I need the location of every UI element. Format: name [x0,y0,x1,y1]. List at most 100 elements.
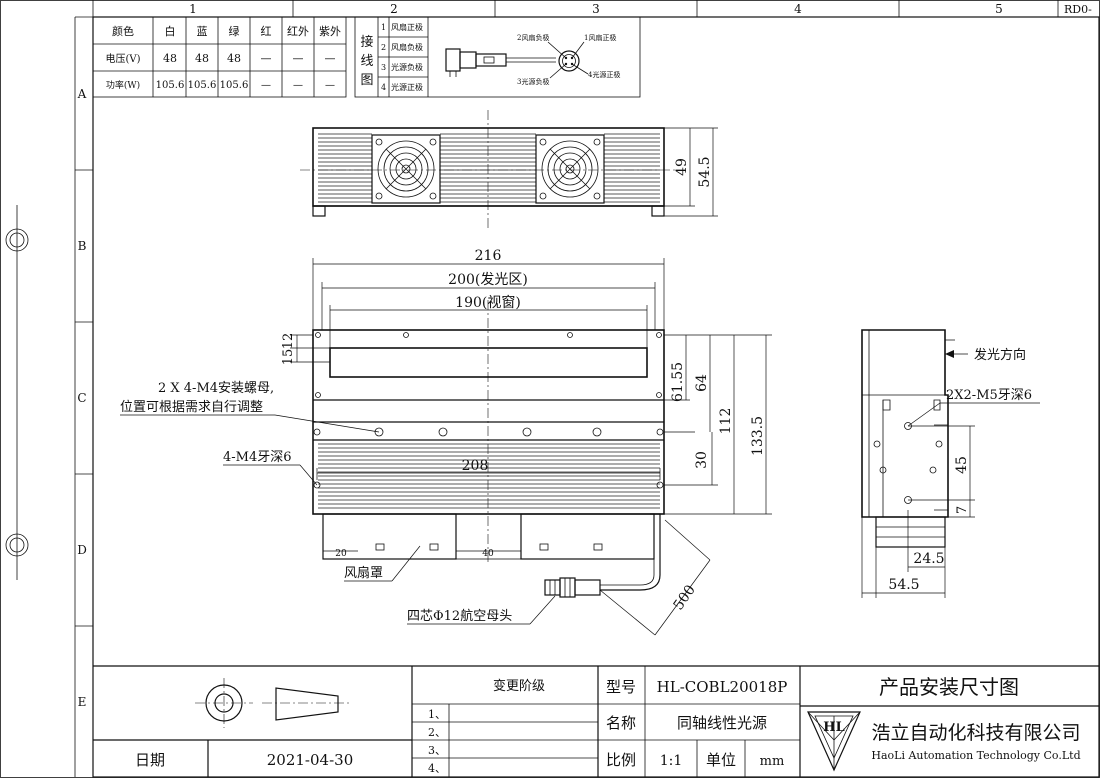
callout-thread: 4-M4牙深6 [223,450,292,465]
wiring-title: 线 [360,54,373,69]
callout-connector: 四芯Φ12航空母头 [407,608,512,624]
connector-pin-label: 1风扇正极 [584,33,616,42]
change-row: 2、 [428,726,446,739]
dim-label: 7 [955,506,970,514]
row-label: C [77,391,86,405]
front-view: 216 200(发光区) 190(视窗) 20 40 [120,248,772,636]
date-label: 日期 [135,751,165,769]
model-label: 型号 [606,678,636,696]
spec-cell: — [325,52,336,65]
scale-value: 1:1 [660,753,683,769]
callout-nut-line2: 位置可根据需求自行调整 [120,400,263,415]
wiring-title: 接 [360,34,373,50]
connector-pin-label: 2风扇负极 [517,33,549,42]
spec-header: 红外 [287,25,309,38]
dim-label: 208 [462,458,489,474]
dim-label: 133.5 [750,416,766,456]
callout-fan-cover: 风扇罩 [344,565,383,581]
column-label: 5 [995,2,1003,16]
dim-label: 15 [281,349,296,366]
row-label: A [77,87,87,101]
spec-cell: 105.6 [188,80,217,91]
projection-symbol-icon [195,678,350,728]
spec-cell: 105.6 [156,80,185,91]
row-label: B [78,239,87,253]
dim-label: 54.5 [888,577,919,593]
aviation-connector-icon [544,577,601,598]
connector-pin-label: 3光源负极 [517,77,549,86]
unit-value: mm [760,754,785,769]
fan-right-icon [535,134,605,204]
connector-plug-icon [445,48,556,77]
title-block: 日期 2021-04-30 变更阶级 1、 2、 3、 4、 型号 HL-COB… [93,665,1099,777]
row-label: D [77,543,87,557]
pin-number: 4 [381,83,386,92]
change-row: 4、 [428,762,446,775]
unit-label: 单位 [706,751,736,769]
side-view: 24.5 54.5 45 7 发光方向 2X2-M5牙深6 [861,329,1040,598]
revision-label: RD0- [1064,3,1092,16]
pin-number: 1 [381,23,386,32]
spec-header: 蓝 [197,25,208,38]
pin-number: 2 [381,43,386,52]
name-label: 名称 [606,714,636,732]
dim-emit-width: 200(发光区) [448,272,528,288]
spec-cell: 48 [163,52,177,65]
spec-cell: — [293,52,304,65]
dim-label: 49 [674,158,690,176]
callout-nut-line1: 2 X 4-M4安装螺母, [158,381,274,396]
spec-table: 颜色 白 蓝 绿 红 红外 紫外 电压(V) 48 48 48 — — — 功率… [92,16,347,98]
column-label: 4 [794,2,802,16]
spec-cell: 功率(W) [106,79,140,91]
spec-cell: — [261,52,272,65]
dim-label: 61.55 [670,362,686,402]
change-stage-label: 变更阶级 [493,678,545,694]
dim-label: 54.5 [697,156,713,187]
spec-header: 白 [165,24,176,38]
dim-label: 20 [335,549,347,559]
column-labels: 1 2 3 4 5 [189,2,1003,16]
drawing-title: 产品安装尺寸图 [879,675,1019,699]
pin-label: 光源正极 [391,82,423,92]
fan-left-icon [371,134,441,204]
column-label: 3 [592,2,600,16]
top-view: 49 54.5 [300,110,718,228]
spec-cell: 电压(V) [105,52,140,65]
wiring-title: 图 [360,73,373,88]
column-label: 2 [390,2,398,16]
change-row: 1、 [428,708,446,721]
pin-label: 风扇正极 [391,22,423,32]
spec-header: 绿 [229,24,240,38]
company-name-en: HaoLi Automation Technology Co.Ltd [871,749,1080,762]
connector-face-icon [547,41,589,79]
pin-label: 光源负极 [391,62,423,72]
company-logo: HL [807,711,861,772]
side-thread-callout: 2X2-M5牙深6 [946,388,1032,403]
dim-label: 64 [694,374,710,392]
dim-label: 40 [482,549,494,559]
spec-cell: — [261,80,271,91]
spec-cell: 105.6 [220,80,249,91]
pin-number: 3 [381,63,386,72]
spec-cell: 48 [227,52,241,65]
logo-text: HL [823,720,844,735]
company-name-cn: 浩立自动化科技有限公司 [871,722,1080,744]
pin-label: 风扇负极 [391,42,423,52]
dim-label: 24.5 [913,551,944,567]
spec-cell: 48 [195,52,209,65]
column-label: 1 [189,2,197,16]
spec-header: 红 [261,25,272,38]
row-labels: A B C D E [77,87,87,709]
dim-label: 12 [281,333,296,350]
connector-pin-label: 4光源正极 [588,70,620,79]
scale-label: 比例 [606,751,636,769]
name-value: 同轴线性光源 [677,714,767,732]
spec-header: 紫外 [319,25,341,38]
row-label: E [78,695,87,709]
spec-header: 颜色 [112,24,134,38]
date-value: 2021-04-30 [267,751,353,769]
emit-direction-label: 发光方向 [974,347,1026,363]
change-row: 3、 [428,744,446,757]
model-value: HL-COBL20018P [657,678,788,696]
